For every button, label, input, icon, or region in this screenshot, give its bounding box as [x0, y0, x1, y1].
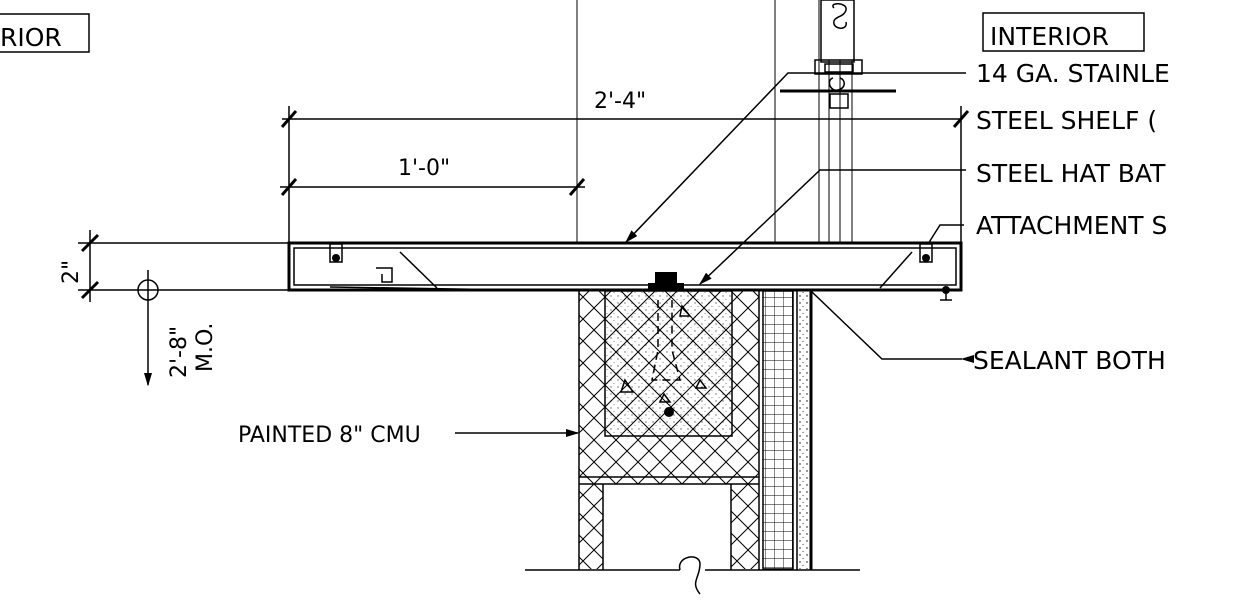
svg-text:INTERIOR: INTERIOR [990, 22, 1109, 51]
callout-stainless: 14 GA. STAINLE [976, 59, 1170, 88]
exterior-tag: RIOR [0, 13, 90, 53]
cmu-wall [578, 290, 760, 570]
window-frame-assembly [780, 0, 896, 109]
callout-attachment: ATTACHMENT S [976, 211, 1167, 240]
dimension-overall: 2'-4" [280, 89, 970, 243]
break-line [525, 556, 860, 595]
hat-batten [648, 272, 684, 289]
callout-sealant: SEALANT BOTH [973, 346, 1166, 375]
insulation-layers [762, 290, 813, 570]
svg-text:2": 2" [59, 260, 84, 284]
svg-text:2'-4": 2'-4" [594, 89, 646, 114]
dimension-masonry-opening: 2'-8" M.O. [137, 270, 218, 387]
interior-tag: INTERIOR [982, 12, 1145, 52]
callout-hat-batten: STEEL HAT BAT [976, 159, 1166, 188]
callout-steel-shelf: STEEL SHELF ( [976, 106, 1157, 135]
cmu-label: PAINTED 8" CMU [238, 423, 421, 448]
svg-text:2'-8": 2'-8" [167, 326, 192, 378]
dimension-overhang: 1'-0" [280, 156, 586, 196]
svg-text:1'-0": 1'-0" [398, 156, 450, 181]
dimension-shelf-depth: 2" [59, 230, 289, 302]
steel-shelf [287, 241, 963, 301]
svg-text:RIOR: RIOR [0, 23, 62, 52]
leader-lines [455, 72, 975, 438]
svg-text:M.O.: M.O. [193, 323, 218, 372]
